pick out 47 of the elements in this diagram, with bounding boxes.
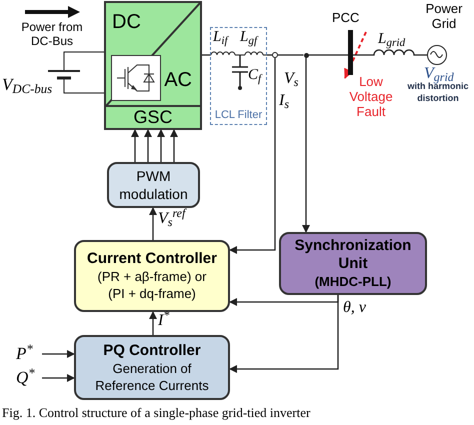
process-box xyxy=(107,162,200,208)
label: Power Grid xyxy=(424,1,464,31)
arrow xyxy=(229,295,339,306)
box-title: Synchronization Unit xyxy=(294,236,412,272)
caption: Fig. 1. Control structure of a single-phase grid-tied inverter xyxy=(2,405,310,421)
arrow xyxy=(302,58,310,233)
edge-label: I$_{s}$ xyxy=(279,92,289,110)
block-label: DC xyxy=(112,11,141,33)
arrow xyxy=(229,295,339,373)
arrow xyxy=(144,129,152,162)
filter-label: LCL Filter xyxy=(214,109,264,122)
process-box xyxy=(279,232,427,295)
box-title: PQ Controller xyxy=(103,342,201,360)
box-text: P$^{*}$ xyxy=(16,344,33,363)
arrow xyxy=(157,129,165,162)
process-box xyxy=(74,335,230,400)
label: PCC xyxy=(332,9,360,27)
label: Power from DC-Bus xyxy=(20,20,84,48)
filter-box xyxy=(210,27,267,125)
label: L$_{gf}$ xyxy=(240,28,258,48)
box-text: Q$^{*}$ xyxy=(16,368,35,387)
arrow xyxy=(42,374,75,382)
label: L$_{if}$ xyxy=(213,28,228,48)
arrow xyxy=(42,350,75,358)
label: with harmonic distortion xyxy=(406,81,470,104)
box-text: (MHDC-PLL) xyxy=(314,272,392,290)
converter-block xyxy=(104,1,202,130)
box-title: Current Controller xyxy=(86,250,217,268)
arrow xyxy=(149,311,157,335)
arrow xyxy=(131,129,139,162)
block-label: GSC xyxy=(132,107,174,127)
label: Low Voltage Fault xyxy=(348,74,394,119)
label: C$_{f}$ xyxy=(248,66,262,86)
arrow xyxy=(229,58,276,254)
edge-label: V$_{s}$ xyxy=(284,70,298,88)
block-label: AC xyxy=(164,69,192,91)
arrow xyxy=(170,129,178,162)
label: L$_{grid}$ xyxy=(378,30,406,50)
process-box xyxy=(74,240,230,312)
label: V$_{DC-bus}$ xyxy=(2,74,52,98)
edge-label: θ, v xyxy=(343,299,366,317)
box-text: PWM modulation xyxy=(118,167,189,203)
arrow xyxy=(149,207,157,240)
box-text: Generation of Reference Currents xyxy=(94,360,210,394)
box-text: (PR + aβ-frame) or (PI + dq-frame) xyxy=(96,268,208,302)
pcc-bar xyxy=(348,30,353,75)
ac-source-symbol xyxy=(427,45,447,65)
